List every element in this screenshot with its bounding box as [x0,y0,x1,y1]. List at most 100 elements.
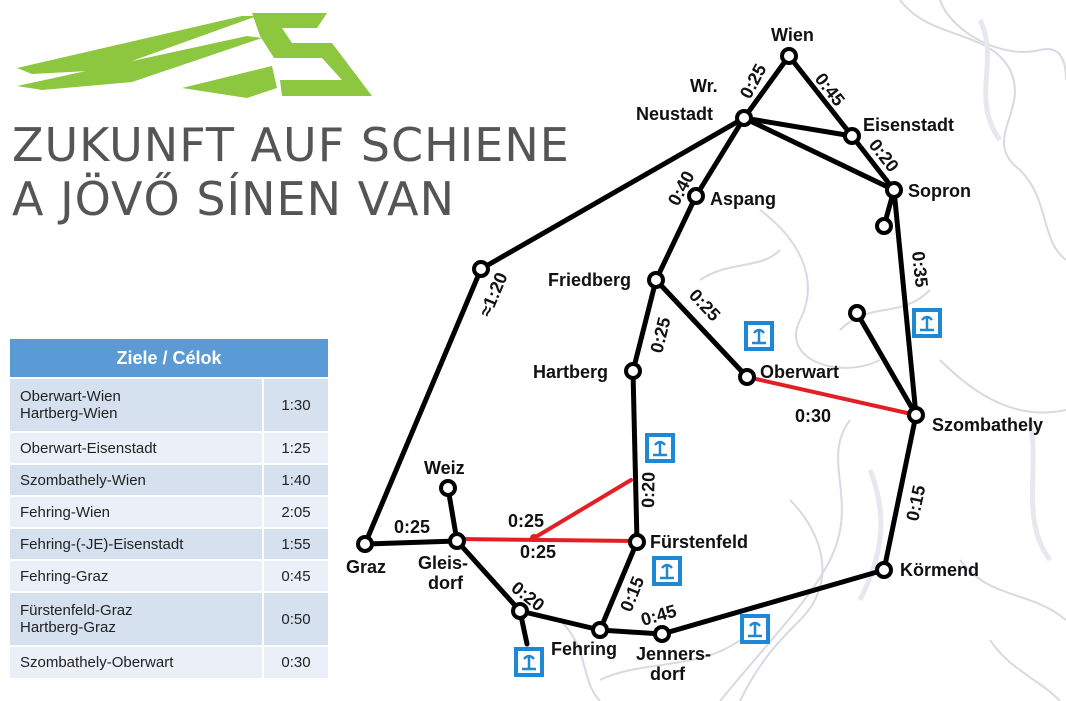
line-fehring-jennersdorf [597,627,665,637]
spa-icons [514,308,942,677]
station-szombathely-branch-end[interactable] [848,304,866,322]
time-cell: 1:30 [262,377,328,432]
line-wrneustadt-sopron [741,115,897,193]
label-graz: Graz [346,557,386,577]
route-cell: Szombathely-Wien [10,463,263,496]
spa-icon [740,614,770,644]
station-oberwart[interactable] [738,368,756,386]
line-graz-gleisdorf [362,538,460,547]
new-lines [455,375,918,543]
label-hartberg: Hartberg [533,362,608,382]
time-cell: 1:40 [262,463,328,496]
line-sopron-szombathely [891,187,919,418]
label-wr: Wr. [690,76,718,96]
new-line-oberwart-szombathely [745,375,918,417]
time-cell: 1:55 [262,527,328,560]
station-labels: Wien Wr. Neustadt Eisenstadt Sopron Aspa… [346,25,1043,684]
line-gleisdorf-fehring-b [517,608,603,633]
line-szombathely-koermend [881,412,919,573]
time-cell: 0:30 [262,645,328,678]
label-eisenstadt: Eisenstadt [863,115,954,135]
time-wien-wrneustadt: 0:25 [736,61,771,102]
route-cell: Szombathely-Oberwart [10,645,263,678]
station-graz-line-mid[interactable] [472,260,490,278]
label-wien: Wien [771,25,814,45]
line-north-graz [362,266,484,547]
spa-icon [514,647,544,677]
label-koermend: Körmend [900,560,979,580]
route-cell: Oberwart-Eisenstadt [10,431,263,464]
time-cell: 2:05 [262,495,328,528]
time-cell: 0:45 [262,559,328,592]
label-neustadt: Neustadt [636,104,713,124]
line-friedberg-hartberg [630,277,659,374]
spa-icon [912,308,942,338]
label-fehring: Fehring [551,639,617,659]
time-jennersdorf-koermend: 0:45 [639,601,679,630]
label-szombathely: Szombathely [932,415,1043,435]
station-sopron[interactable] [885,181,903,199]
station-weiz[interactable] [439,479,457,497]
line-wien-wrneustadt [741,53,792,121]
junction-dot [530,534,538,542]
station-szombathely[interactable] [907,406,925,424]
line-wrneustadt-aspang [693,115,747,199]
time-eisenstadt-sopron: 0:20 [865,135,903,176]
station-gleisdorf[interactable] [448,532,466,550]
time-red-lower: 0:25 [520,542,556,562]
line-eisenstadt-sopron [849,133,897,193]
route-cell: Fehring-(-JE)-Eisenstadt [10,527,263,560]
station-wien[interactable] [780,47,798,65]
route-cell: Fehring-Graz [10,559,263,592]
line-jennersdorf-koermend [659,567,887,637]
station-eisenstadt[interactable] [843,127,861,145]
time-cell: 0:50 [262,591,328,646]
route-cell: Oberwart-Wien Hartberg-Wien [10,377,263,432]
station-jennersdorf[interactable] [653,625,671,643]
station-aspang[interactable] [687,187,705,205]
station-sopron-branch-end[interactable] [875,217,893,235]
time-hartberg-fuerstenfeld: 0:20 [638,472,659,508]
time-graz-gleisdorf: 0:25 [394,517,430,537]
label-gleis-dorf: dorf [428,573,464,593]
time-cell: 1:25 [262,431,328,464]
new-line-branch-hartberg [532,478,633,540]
new-line-gleisdorf-fuerstenfeld [455,537,639,543]
line-fehring-fuerstenfeld [597,539,640,633]
line-gleisdorf-fehring-a [454,538,523,614]
station-koermend[interactable] [875,561,893,579]
spa-icon [744,321,774,351]
station-fehring[interactable] [591,621,609,639]
time-oberwart-szombathely: 0:30 [795,406,831,426]
spa-icon [645,433,675,463]
line-wien-eisenstadt [786,53,855,139]
rail-lines [362,53,919,647]
route-cell: Fehring-Wien [10,495,263,528]
label-oberwart: Oberwart [760,362,839,382]
station-friedberg[interactable] [647,271,665,289]
station-graz[interactable] [356,535,374,553]
station-fuerstenfeld[interactable] [628,533,646,551]
logo-icon [17,13,372,98]
line-aspang-friedberg [653,193,699,283]
label-gleis: Gleis- [418,553,468,573]
line-friedberg-oberwart [653,277,750,380]
destinations-table: Ziele / Célok Oberwart-Wien Hartberg-Wie… [10,339,328,678]
time-red-upper: 0:25 [508,511,544,531]
station-hartberg[interactable] [624,362,642,380]
logo-title-line1: ZUKUNFT AUF SCHIENE [12,118,570,172]
label-fuerstenfeld: Fürstenfeld [650,532,748,552]
line-szombathely-branch [854,310,919,418]
station-fehring-west[interactable] [511,602,529,620]
station-wrneustadt[interactable] [735,109,753,127]
